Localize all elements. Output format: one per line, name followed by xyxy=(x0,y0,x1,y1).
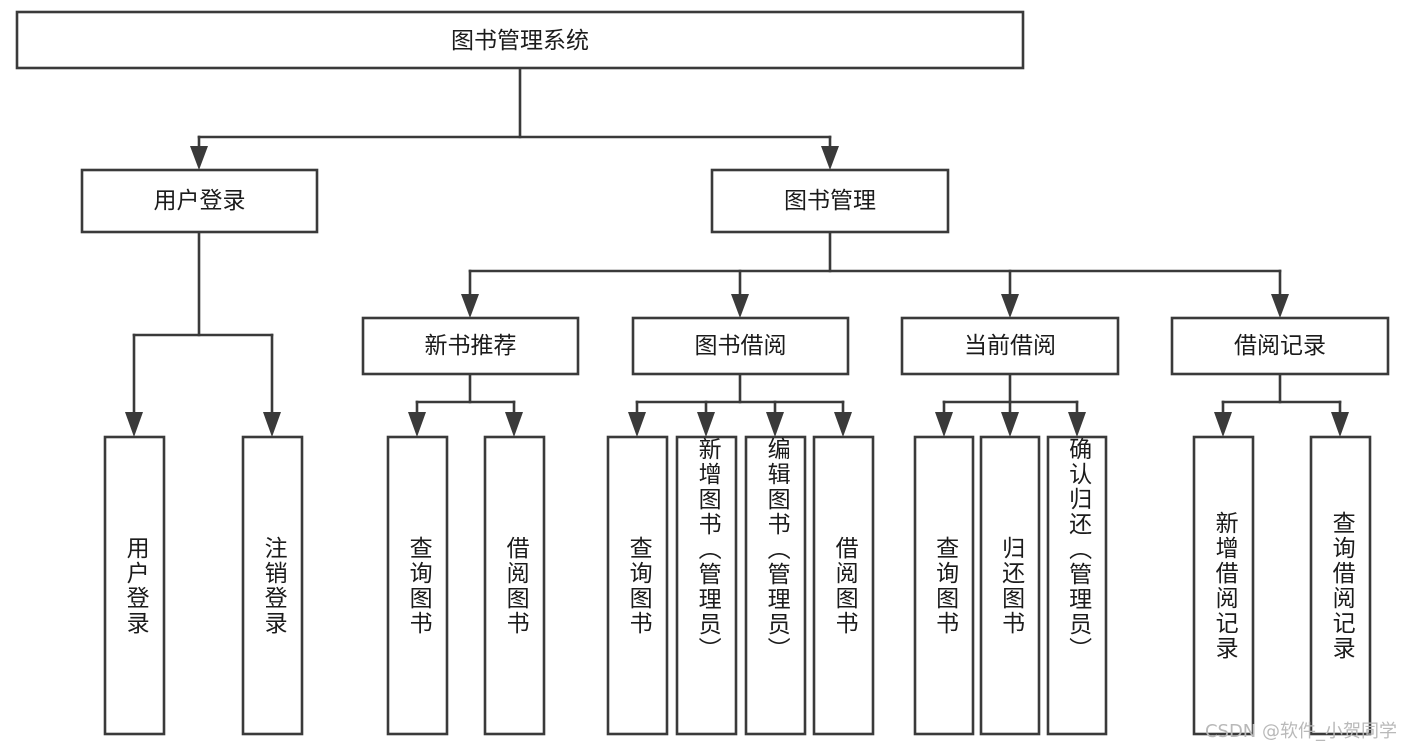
node-box-leaf-logout-login[interactable] xyxy=(241,435,304,736)
arrow-to-leaf-borrow-book-2 xyxy=(834,412,852,437)
node-box-leaf-query-book-2[interactable] xyxy=(606,435,669,736)
connector-group-book-management xyxy=(461,230,1289,318)
node-box-leaf-query-book-3[interactable] xyxy=(913,435,975,736)
node-label-current-borrow: 当前借阅 xyxy=(964,333,1056,359)
arrow-to-current-borrow xyxy=(1001,294,1019,318)
arrow-root-to-user-login xyxy=(190,146,208,170)
arrow-to-book-borrow xyxy=(731,294,749,318)
node-box-leaf-user-login[interactable] xyxy=(103,435,166,736)
node-box-leaf-add-record[interactable] xyxy=(1192,435,1255,736)
node-label-borrow-record: 借阅记录 xyxy=(1234,333,1326,359)
arrow-to-leaf-add-record xyxy=(1214,412,1232,437)
node-box-book-borrow[interactable] xyxy=(631,316,850,376)
node-label-book-borrow: 图书借阅 xyxy=(695,333,787,359)
arrow-to-leaf-query-book-1 xyxy=(408,412,426,437)
node-label-book-management: 图书管理 xyxy=(784,188,876,214)
node-label-new-book-recommend: 新书推荐 xyxy=(425,333,517,359)
node-box-leaf-add-book[interactable] xyxy=(675,435,738,736)
node-box-leaf-edit-book[interactable] xyxy=(744,435,807,736)
node-box-leaf-borrow-book-2[interactable] xyxy=(812,435,875,736)
node-box-user-login[interactable] xyxy=(80,168,319,234)
node-box-new-book-recommend[interactable] xyxy=(361,316,580,376)
arrow-root-to-book-management xyxy=(821,146,839,170)
arrow-to-new-book-recommend xyxy=(461,294,479,318)
node-box-leaf-query-book-1[interactable] xyxy=(386,435,449,736)
node-box-leaf-query-record[interactable] xyxy=(1309,435,1372,736)
connector-group-current-borrow xyxy=(935,372,1086,437)
arrow-to-leaf-query-book-3 xyxy=(935,412,953,437)
node-box-borrow-record[interactable] xyxy=(1170,316,1390,376)
connector-group-root xyxy=(190,66,839,170)
arrow-to-borrow-record xyxy=(1271,294,1289,318)
node-box-current-borrow[interactable] xyxy=(900,316,1120,376)
arrow-to-leaf-logout-login xyxy=(263,412,281,437)
arrow-to-leaf-query-book-2 xyxy=(628,412,646,437)
node-box-leaf-confirm-return[interactable] xyxy=(1046,435,1108,736)
node-label-root: 图书管理系统 xyxy=(451,28,589,54)
arrow-to-leaf-user-login xyxy=(125,412,143,437)
arrow-to-leaf-borrow-book-1 xyxy=(505,412,523,437)
connector-group-user-login xyxy=(125,230,281,437)
arrow-to-leaf-edit-book xyxy=(766,412,784,437)
node-box-book-management[interactable] xyxy=(710,168,950,234)
connector-group-borrow-record xyxy=(1214,372,1349,437)
node-box-leaf-return-book[interactable] xyxy=(979,435,1041,736)
arrow-to-leaf-confirm-return xyxy=(1068,412,1086,437)
arrow-to-leaf-return-book xyxy=(1001,412,1019,437)
node-box-root[interactable] xyxy=(15,10,1025,70)
connector-group-new-book-recommend xyxy=(408,372,523,437)
arrow-to-leaf-query-record xyxy=(1331,412,1349,437)
arrow-to-leaf-add-book xyxy=(697,412,715,437)
connector-group-book-borrow xyxy=(628,372,852,437)
node-box-leaf-borrow-book-1[interactable] xyxy=(483,435,546,736)
node-label-user-login: 用户登录 xyxy=(154,188,246,214)
